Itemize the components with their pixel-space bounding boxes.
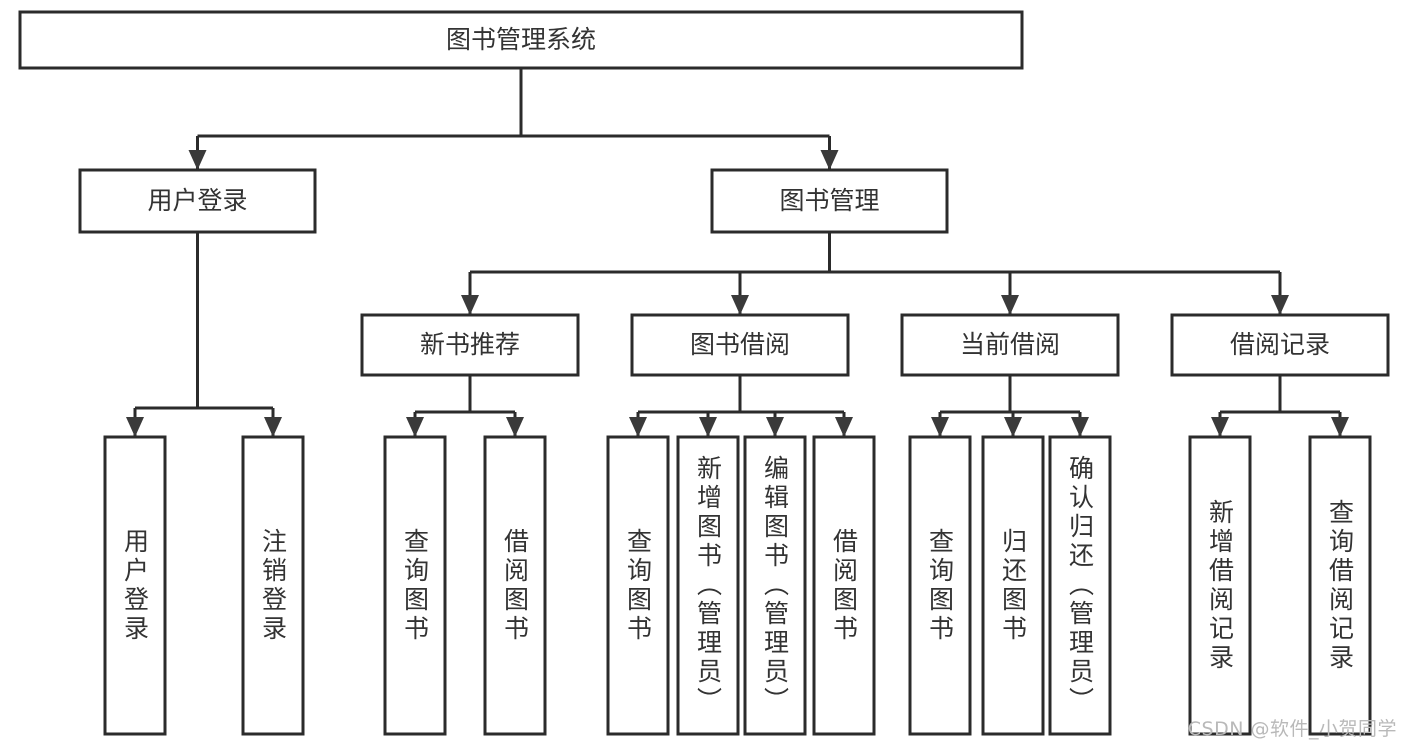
arrow-bookmgmt-to-level3-0 bbox=[461, 295, 479, 315]
leaf-box-8[interactable] bbox=[908, 435, 972, 736]
level2-box-0[interactable] bbox=[78, 168, 317, 234]
level3-label-2: 当前借阅 bbox=[960, 330, 1060, 359]
arrow-node-图书借阅-to-leaf-2 bbox=[766, 417, 784, 437]
leaf-box-6[interactable] bbox=[743, 435, 807, 736]
leaf-box-2[interactable] bbox=[383, 435, 447, 736]
leaf-box-1[interactable] bbox=[241, 435, 305, 736]
level3-label-3: 借阅记录 bbox=[1230, 330, 1330, 359]
watermark-text: CSDN @软件_小贺同学 bbox=[1187, 718, 1397, 740]
arrow-node-图书借阅-to-leaf-0 bbox=[629, 417, 647, 437]
arrow-bookmgmt-to-level3-2 bbox=[1001, 295, 1019, 315]
arrow-node-当前借阅-to-leaf-0 bbox=[931, 417, 949, 437]
arrow-root-to-level2-0 bbox=[188, 150, 207, 170]
level3-label-1: 图书借阅 bbox=[690, 330, 790, 359]
leaf-box-9[interactable] bbox=[981, 435, 1045, 736]
arrow-node-当前借阅-to-leaf-1 bbox=[1004, 417, 1022, 437]
arrow-node-借阅记录-to-leaf-0 bbox=[1211, 417, 1229, 437]
leaf-box-0[interactable] bbox=[103, 435, 167, 736]
root-box-0[interactable] bbox=[18, 10, 1024, 70]
level3-box-3[interactable] bbox=[1170, 313, 1390, 377]
arrow-node-用户登录-to-leaf-0 bbox=[126, 417, 144, 437]
leaf-box-4[interactable] bbox=[606, 435, 670, 736]
arrow-node-用户登录-to-leaf-1 bbox=[264, 417, 282, 437]
arrow-node-当前借阅-to-leaf-2 bbox=[1071, 417, 1089, 437]
level2-label-0: 用户登录 bbox=[147, 186, 247, 215]
leaf-box-12[interactable] bbox=[1308, 435, 1372, 736]
arrow-node-图书借阅-to-leaf-3 bbox=[835, 417, 853, 437]
boxes-layer bbox=[18, 10, 1390, 736]
arrow-bookmgmt-to-level3-3 bbox=[1271, 295, 1289, 315]
arrow-node-借阅记录-to-leaf-1 bbox=[1331, 417, 1349, 437]
leaf-box-10[interactable] bbox=[1048, 435, 1112, 736]
arrow-node-新书推荐-to-leaf-1 bbox=[506, 417, 524, 437]
root-label-0: 图书管理系统 bbox=[446, 25, 596, 54]
leaf-box-11[interactable] bbox=[1188, 435, 1252, 736]
level3-box-2[interactable] bbox=[900, 313, 1120, 377]
arrow-bookmgmt-to-level3-1 bbox=[731, 295, 749, 315]
level3-box-0[interactable] bbox=[360, 313, 580, 377]
arrow-node-新书推荐-to-leaf-0 bbox=[406, 417, 424, 437]
level2-label-1: 图书管理 bbox=[779, 186, 879, 215]
level3-label-0: 新书推荐 bbox=[420, 330, 520, 359]
arrow-node-图书借阅-to-leaf-1 bbox=[699, 417, 717, 437]
level2-box-1[interactable] bbox=[710, 168, 949, 234]
leaf-box-7[interactable] bbox=[812, 435, 876, 736]
arrow-root-to-level2-1 bbox=[820, 150, 839, 170]
leaf-box-3[interactable] bbox=[483, 435, 547, 736]
level3-box-1[interactable] bbox=[630, 313, 850, 377]
connectors-layer bbox=[126, 68, 1349, 437]
leaf-box-5[interactable] bbox=[676, 435, 740, 736]
